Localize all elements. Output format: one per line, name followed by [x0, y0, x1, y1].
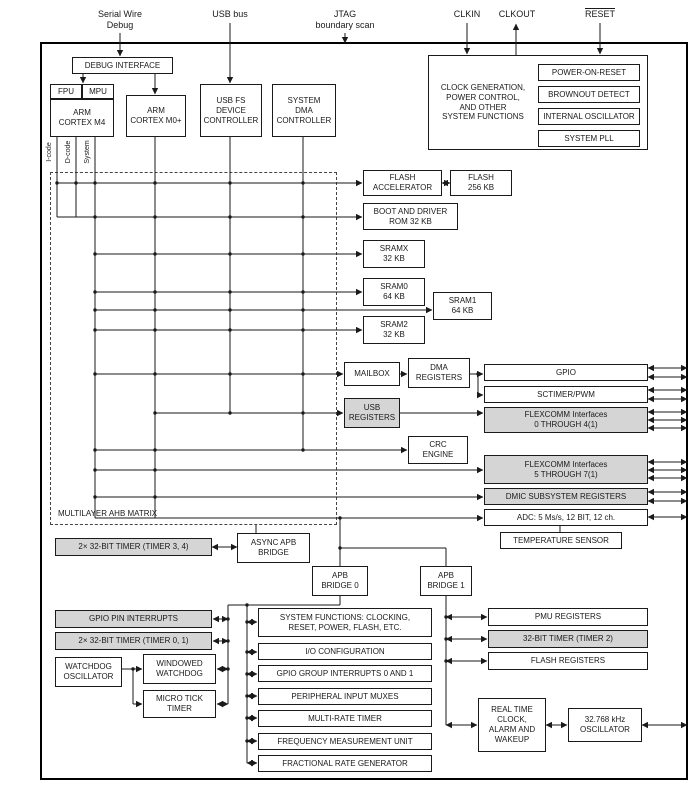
block-gpio: GPIO — [484, 364, 648, 381]
block-mpu: MPU — [82, 84, 114, 99]
matrix-label: MULTILAYER AHB MATRIX — [58, 509, 158, 518]
block-sram2: SRAM2 32 KB — [363, 316, 425, 344]
reset-label: RESET — [584, 9, 615, 20]
block-timer-2: 32-BIT TIMER (TIMER 2) — [488, 630, 648, 648]
block-rtc: REAL TIME CLOCK, ALARM AND WAKEUP — [478, 698, 546, 752]
block-brownout-detect: BROWNOUT DETECT — [538, 86, 640, 103]
system-bus-label: System — [83, 140, 91, 164]
block-cortex-m4: ARM CORTEX M4 — [50, 99, 114, 137]
block-crc-engine: CRC ENGINE — [408, 436, 468, 464]
block-32khz-oscillator: 32.768 kHz OSCILLATOR — [568, 708, 642, 742]
block-micro-tick-timer: MICRO TICK TIMER — [143, 690, 216, 718]
block-windowed-watchdog: WINDOWED WATCHDOG — [143, 654, 216, 684]
clock-generation-label: CLOCK GENERATION, POWER CONTROL, AND OTH… — [440, 83, 526, 122]
junction-dots — [55, 181, 480, 743]
block-sramx: SRAMX 32 KB — [363, 240, 425, 268]
block-mailbox: MAILBOX — [344, 362, 400, 386]
block-power-on-reset: POWER-ON-RESET — [538, 64, 640, 81]
block-sram1: SRAM1 64 KB — [433, 292, 492, 320]
block-boot-rom: BOOT AND DRIVER ROM 32 KB — [363, 203, 458, 230]
block-system-dma-controller: SYSTEM DMA CONTROLLER — [272, 84, 336, 137]
clkin-label: CLKIN — [453, 9, 481, 20]
block-adc: ADC: 5 Ms/s, 12 BIT, 12 ch. — [484, 509, 648, 526]
block-dmic-subsystem: DMIC SUBSYSTEM REGISTERS — [484, 488, 648, 505]
block-dma-registers: DMA REGISTERS — [408, 358, 470, 388]
icode-bus-label: I-code — [45, 142, 53, 162]
block-async-apb-bridge: ASYNC APB BRIDGE — [237, 533, 310, 563]
block-system-pll: SYSTEM PLL — [538, 130, 640, 147]
block-io-configuration: I/O CONFIGURATION — [258, 643, 432, 660]
clkout-label: CLKOUT — [498, 9, 536, 20]
block-temperature-sensor: TEMPERATURE SENSOR — [500, 532, 622, 549]
block-fractional-rate-generator: FRACTIONAL RATE GENERATOR — [258, 755, 432, 772]
block-frequency-measurement-unit: FREQUENCY MEASUREMENT UNIT — [258, 733, 432, 750]
block-apb-bridge-0: APB BRIDGE 0 — [312, 566, 368, 596]
usb-bus-label: USB bus — [212, 9, 248, 20]
block-watchdog-oscillator: WATCHDOG OSCILLATOR — [55, 657, 122, 687]
block-debug-interface: DEBUG INTERFACE — [72, 57, 173, 74]
block-gpio-pin-interrupts: GPIO PIN INTERRUPTS — [55, 610, 212, 628]
block-multi-rate-timer: MULTI-RATE TIMER — [258, 710, 432, 727]
block-peripheral-input-muxes: PERIPHERAL INPUT MUXES — [258, 688, 432, 705]
block-usb-fs-device-controller: USB FS DEVICE CONTROLLER — [200, 84, 262, 137]
block-gpio-group-interrupts: GPIO GROUP INTERRUPTS 0 AND 1 — [258, 665, 432, 682]
serial-wire-debug-label: Serial Wire Debug — [97, 9, 142, 30]
block-timer-0-1: 2× 32-BIT TIMER (TIMER 0, 1) — [55, 632, 212, 650]
block-flexcomm-0-4: FLEXCOMM Interfaces 0 THROUGH 4(1) — [484, 407, 648, 433]
block-pmu-registers: PMU REGISTERS — [488, 608, 648, 626]
block-system-functions: SYSTEM FUNCTIONS: CLOCKING, RESET, POWER… — [258, 608, 432, 637]
block-flash-registers: FLASH REGISTERS — [488, 652, 648, 670]
block-flash-256kb: FLASH 256 KB — [450, 170, 512, 196]
block-cortex-m0plus: ARM CORTEX M0+ — [126, 95, 186, 137]
block-flexcomm-5-7: FLEXCOMM Interfaces 5 THROUGH 7(1) — [484, 455, 648, 484]
block-timer-3-4: 2× 32-BIT TIMER (TIMER 3, 4) — [55, 538, 212, 556]
block-usb-registers: USB REGISTERS — [344, 398, 400, 428]
block-fpu: FPU — [50, 84, 82, 99]
block-internal-oscillator: INTERNAL OSCILLATOR — [538, 108, 640, 125]
jtag-label: JTAG boundary scan — [315, 9, 375, 30]
block-sram0: SRAM0 64 KB — [363, 278, 425, 306]
multilayer-ahb-matrix: MULTILAYER AHB MATRIX — [50, 172, 337, 525]
block-sctimer-pwm: SCTIMER/PWM — [484, 386, 648, 403]
block-flash-accelerator: FLASH ACCELERATOR — [363, 170, 442, 196]
dcode-bus-label: D-code — [64, 140, 72, 164]
block-apb-bridge-1: APB BRIDGE 1 — [420, 566, 472, 596]
